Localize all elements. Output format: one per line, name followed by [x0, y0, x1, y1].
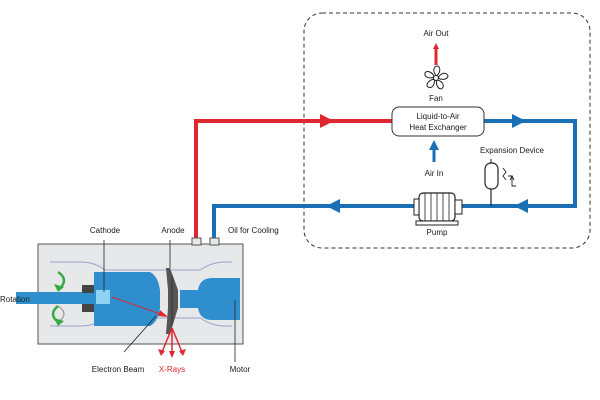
expansion-device-label: Expansion Device: [480, 146, 545, 155]
heat-exchanger-label-line2: Heat Exchanger: [409, 123, 467, 132]
cathode-element: [96, 290, 110, 304]
electron-beam-label: Electron Beam: [92, 365, 145, 374]
electron-beam-leader: [123, 315, 157, 353]
air-out-label: Air Out: [424, 29, 450, 38]
oil-port-right: [209, 237, 220, 246]
rotation-shaft: [16, 292, 96, 304]
anode-label: Anode: [161, 226, 185, 235]
rotation-label: Rotation: [0, 295, 30, 304]
cold-oil-arrow-right: [512, 114, 526, 128]
expansion-device-icon: [484, 159, 516, 206]
electron-beam: [111, 296, 167, 317]
oil-for-cooling-label: Oil for Cooling: [228, 226, 279, 235]
cathode-label: Cathode: [90, 226, 121, 235]
hot-oil-line: [194, 119, 394, 238]
fan-label: Fan: [429, 94, 443, 103]
cold-oil-line-return: [212, 204, 418, 238]
fan-icon: [424, 65, 449, 90]
heat-exchanger-label-line1: Liquid-to-Air: [416, 112, 459, 121]
oil-port-left: [191, 237, 202, 246]
heat-exchanger-box: [391, 106, 485, 137]
air-in-arrowhead: [429, 140, 439, 150]
cooling-unit-boundary: [303, 12, 591, 249]
x-ray-arrows: [158, 327, 186, 358]
pump-icon: [413, 192, 463, 226]
bearing-bottom: [82, 304, 94, 312]
bearing-top: [82, 285, 94, 293]
cold-oil-arrow-bottom-right: [514, 199, 528, 213]
electron-beam-arrowhead: [158, 310, 168, 317]
rotation-arrow-icon: [51, 270, 66, 326]
motor-body: [180, 278, 240, 320]
motor-label: Motor: [230, 365, 251, 374]
x-rays-label: X-Rays: [159, 365, 185, 374]
cold-oil-arrow-left: [326, 199, 340, 213]
cathode-body: [94, 272, 160, 326]
hot-oil-arrow: [320, 114, 334, 128]
air-in-label: Air In: [425, 169, 444, 178]
pump-label: Pump: [427, 228, 448, 237]
